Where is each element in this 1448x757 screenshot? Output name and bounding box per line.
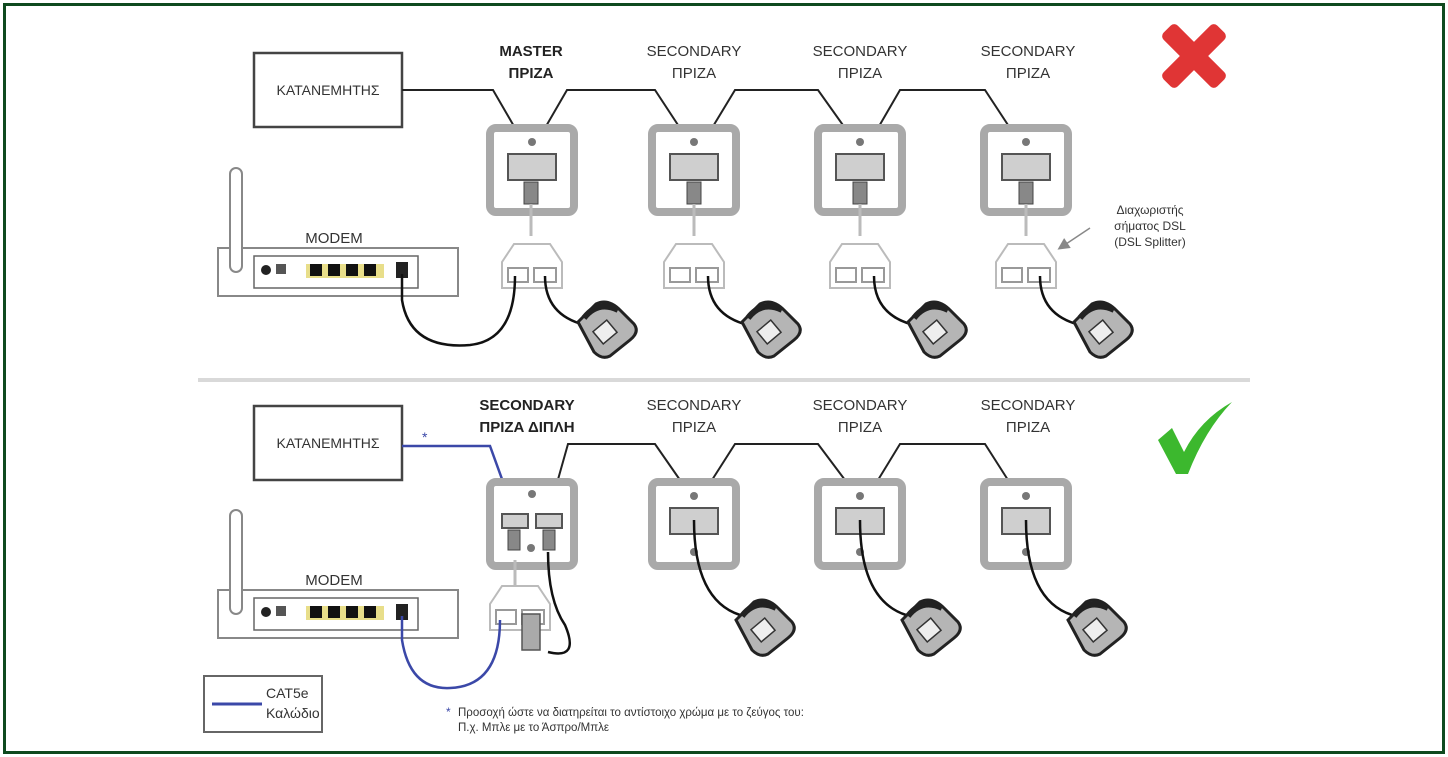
telephone-icon	[902, 600, 960, 655]
splitter-pointer-arrow	[1057, 227, 1091, 250]
outlet-labels: MASTER ΠΡΙΖΑ SECONDARY ΠΡΙΖΑ SECONDARY Π…	[499, 43, 1075, 82]
outlet-3-label-line2: ΠΡΙΖΑ	[838, 419, 882, 436]
legend: CAT5e Καλώδιο	[203, 675, 323, 733]
master-outlet	[490, 128, 574, 289]
legend-label-line2: Καλώδιο	[266, 705, 320, 721]
bottom-panel: ΚΑΤΑΝΕΜΗΤΗΣ * SECONDARY ΠΡΙΖΑ ΔΙΠΛΗ SECO…	[203, 397, 1232, 734]
section-divider	[198, 378, 1250, 382]
splitter-note-line3: (DSL Splitter)	[1114, 235, 1186, 249]
outlet-2-label-line2: ΠΡΙΖΑ	[672, 419, 716, 436]
outlet-2-label-line2: ΠΡΙΖΑ	[672, 65, 716, 82]
distributor-box: ΚΑΤΑΝΕΜΗΤΗΣ	[252, 51, 404, 129]
telephone-icon	[1068, 600, 1126, 655]
outlet-3-label-line2: ΠΡΙΖΑ	[838, 65, 882, 82]
dsl-splitter-icon	[501, 243, 563, 289]
outlet-3-label-line1: SECONDARY	[813, 397, 908, 414]
wrong-x-icon	[1162, 24, 1226, 88]
telephone-icon	[742, 302, 800, 357]
phone-line-wire	[547, 443, 1009, 516]
footnote-line1: Προσοχή ώστε να διατηρείται το αντίστοιχ…	[458, 707, 804, 719]
secondary-outlet	[652, 482, 741, 617]
outlet-1-label-line2: ΠΡΙΖΑ ΔΙΠΛΗ	[479, 419, 574, 436]
legend-label-line1: CAT5e	[266, 685, 309, 701]
splitter-note-line2: σήματος DSL	[1114, 219, 1186, 233]
dsl-splitter-icon	[829, 243, 891, 289]
secondary-outlet	[818, 482, 907, 617]
outlet-4-label-line1: SECONDARY	[981, 397, 1076, 414]
modem-dsl-cable	[400, 274, 517, 347]
splitter-note-line1: Διαχωριστής	[1116, 203, 1183, 217]
distributor-label: ΚΑΤΑΝΕΜΗΤΗΣ	[276, 82, 379, 98]
secondary-outlet	[818, 128, 902, 289]
cat5e-modem-cable	[400, 616, 502, 690]
top-panel: ΚΑΤΑΝΕΜΗΤΗΣ MASTER ΠΡΙΖΑ SECONDARY ΠΡΙΖΑ…	[217, 24, 1226, 357]
modem-label: MODEM	[305, 230, 363, 247]
outlet-4-label-line1: SECONDARY	[981, 43, 1076, 60]
telephone-icon	[736, 600, 794, 655]
secondary-outlet	[984, 482, 1073, 617]
footnote-line2: Π.χ. Μπλε με το Άσπρο/Μπλε	[458, 722, 609, 734]
outlet-3-label-line1: SECONDARY	[813, 43, 908, 60]
phone-line-wire	[402, 89, 1011, 129]
distributor-box: ΚΑΤΑΝΕΜΗΤΗΣ	[252, 404, 404, 482]
telephone-icon	[1074, 302, 1132, 357]
outlet-4-label-line2: ΠΡΙΖΑ	[1006, 65, 1050, 82]
footnote-asterisk: *	[446, 705, 451, 719]
outlet-labels: SECONDARY ΠΡΙΖΑ ΔΙΠΛΗ SECONDARY ΠΡΙΖΑ SE…	[479, 397, 1075, 436]
outlet-1-label-line1: MASTER	[499, 43, 563, 60]
secondary-outlet	[652, 128, 736, 289]
telephone-icon	[578, 302, 636, 357]
secondary-outlet	[984, 128, 1068, 289]
double-outlet	[486, 478, 578, 655]
distributor-label: ΚΑΤΑΝΕΜΗΤΗΣ	[276, 435, 379, 451]
outlet-1-label-line2: ΠΡΙΖΑ	[509, 65, 554, 82]
dsl-splitter-icon	[995, 243, 1057, 289]
modem-label: MODEM	[305, 572, 363, 589]
correct-check-icon	[1158, 402, 1232, 474]
outlet-1-label-line1: SECONDARY	[479, 397, 574, 414]
asterisk-marker: *	[422, 429, 428, 445]
outlet-2-label-line1: SECONDARY	[647, 397, 742, 414]
dsl-splitter-icon	[663, 243, 725, 289]
telephone-icon	[908, 302, 966, 357]
outlet-4-label-line2: ΠΡΙΖΑ	[1006, 419, 1050, 436]
outlet-2-label-line1: SECONDARY	[647, 43, 742, 60]
